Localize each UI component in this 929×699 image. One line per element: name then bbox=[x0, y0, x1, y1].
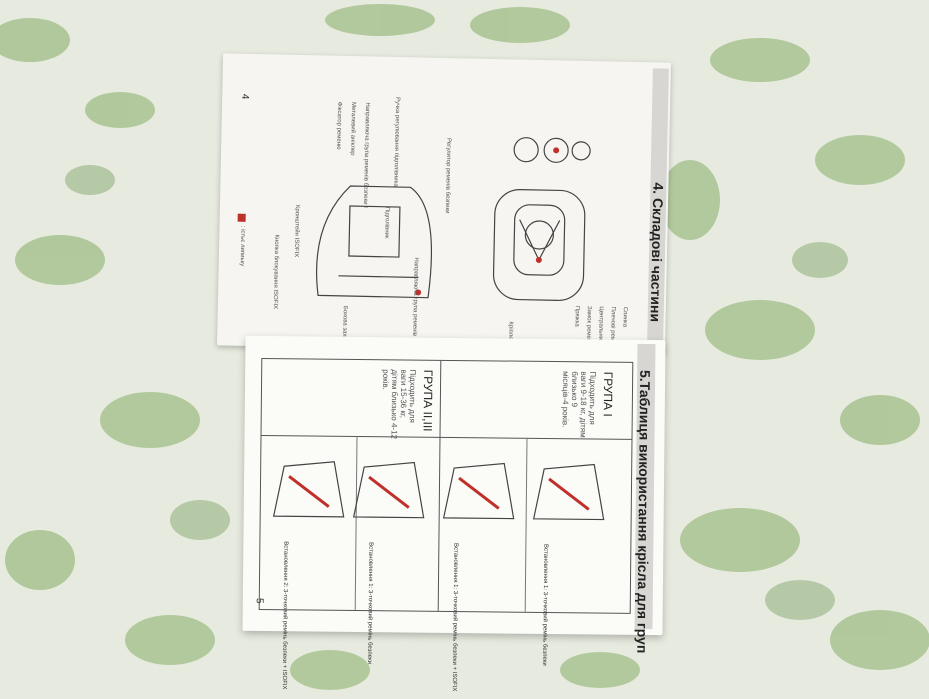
right-section-title: 5.Таблиця використання крісла для груп bbox=[634, 369, 654, 654]
left-page: 4. Складові частини 4 Ручка регулювання … bbox=[216, 53, 672, 371]
label-isofix-button: Кнопка блокування ISOFIX bbox=[271, 234, 280, 310]
install-diagram-3 bbox=[352, 461, 425, 519]
group1-description: Підходить для ваги 9-18 кг, дітям близьк… bbox=[560, 371, 598, 438]
right-page: 5.Таблиця використання крісла для груп 5… bbox=[242, 335, 666, 691]
label-belt-lock: Фіксатор ременю bbox=[335, 101, 343, 150]
group23-title: ГРУПА ІІ,ІІІ bbox=[420, 369, 436, 432]
install-diagram-1 bbox=[532, 463, 605, 521]
install-diagram-2 bbox=[442, 462, 515, 520]
car-seat-side-diagram bbox=[315, 185, 432, 299]
detail-insets bbox=[513, 137, 591, 163]
legend-red-marker bbox=[237, 213, 246, 222]
install-diagram-4 bbox=[272, 461, 345, 518]
label-headrest: Підголівник bbox=[383, 206, 390, 239]
install-label-1: Встановлення 1: 3-точковий ремінь безпек… bbox=[541, 543, 549, 666]
manual-booklet: 4. Складові частини 4 Ручка регулювання … bbox=[216, 50, 672, 691]
group1-title: ГРУПА І bbox=[600, 371, 616, 417]
left-page-number: 4 bbox=[239, 93, 251, 100]
car-seat-front-diagram bbox=[492, 188, 586, 302]
legend-note: : істьє липиьку bbox=[238, 225, 246, 267]
label-buckle: Пряжка bbox=[573, 305, 580, 327]
label-back: Спинка bbox=[621, 306, 628, 328]
left-section-title: 4. Складові частини bbox=[647, 182, 667, 323]
group23-description: Підходить для ваги 15-36 кг, дітям близь… bbox=[380, 369, 418, 440]
install-label-3: Встановлення 1: 3-точковий ремінь безпек… bbox=[366, 542, 374, 664]
label-metal-anchor: Металевий аніклер bbox=[348, 102, 357, 156]
label-belt-regulator: Регулятор ременів безпеки bbox=[443, 138, 452, 214]
label-isofix-bracket: Кронштейн ISOFIX bbox=[292, 204, 300, 258]
